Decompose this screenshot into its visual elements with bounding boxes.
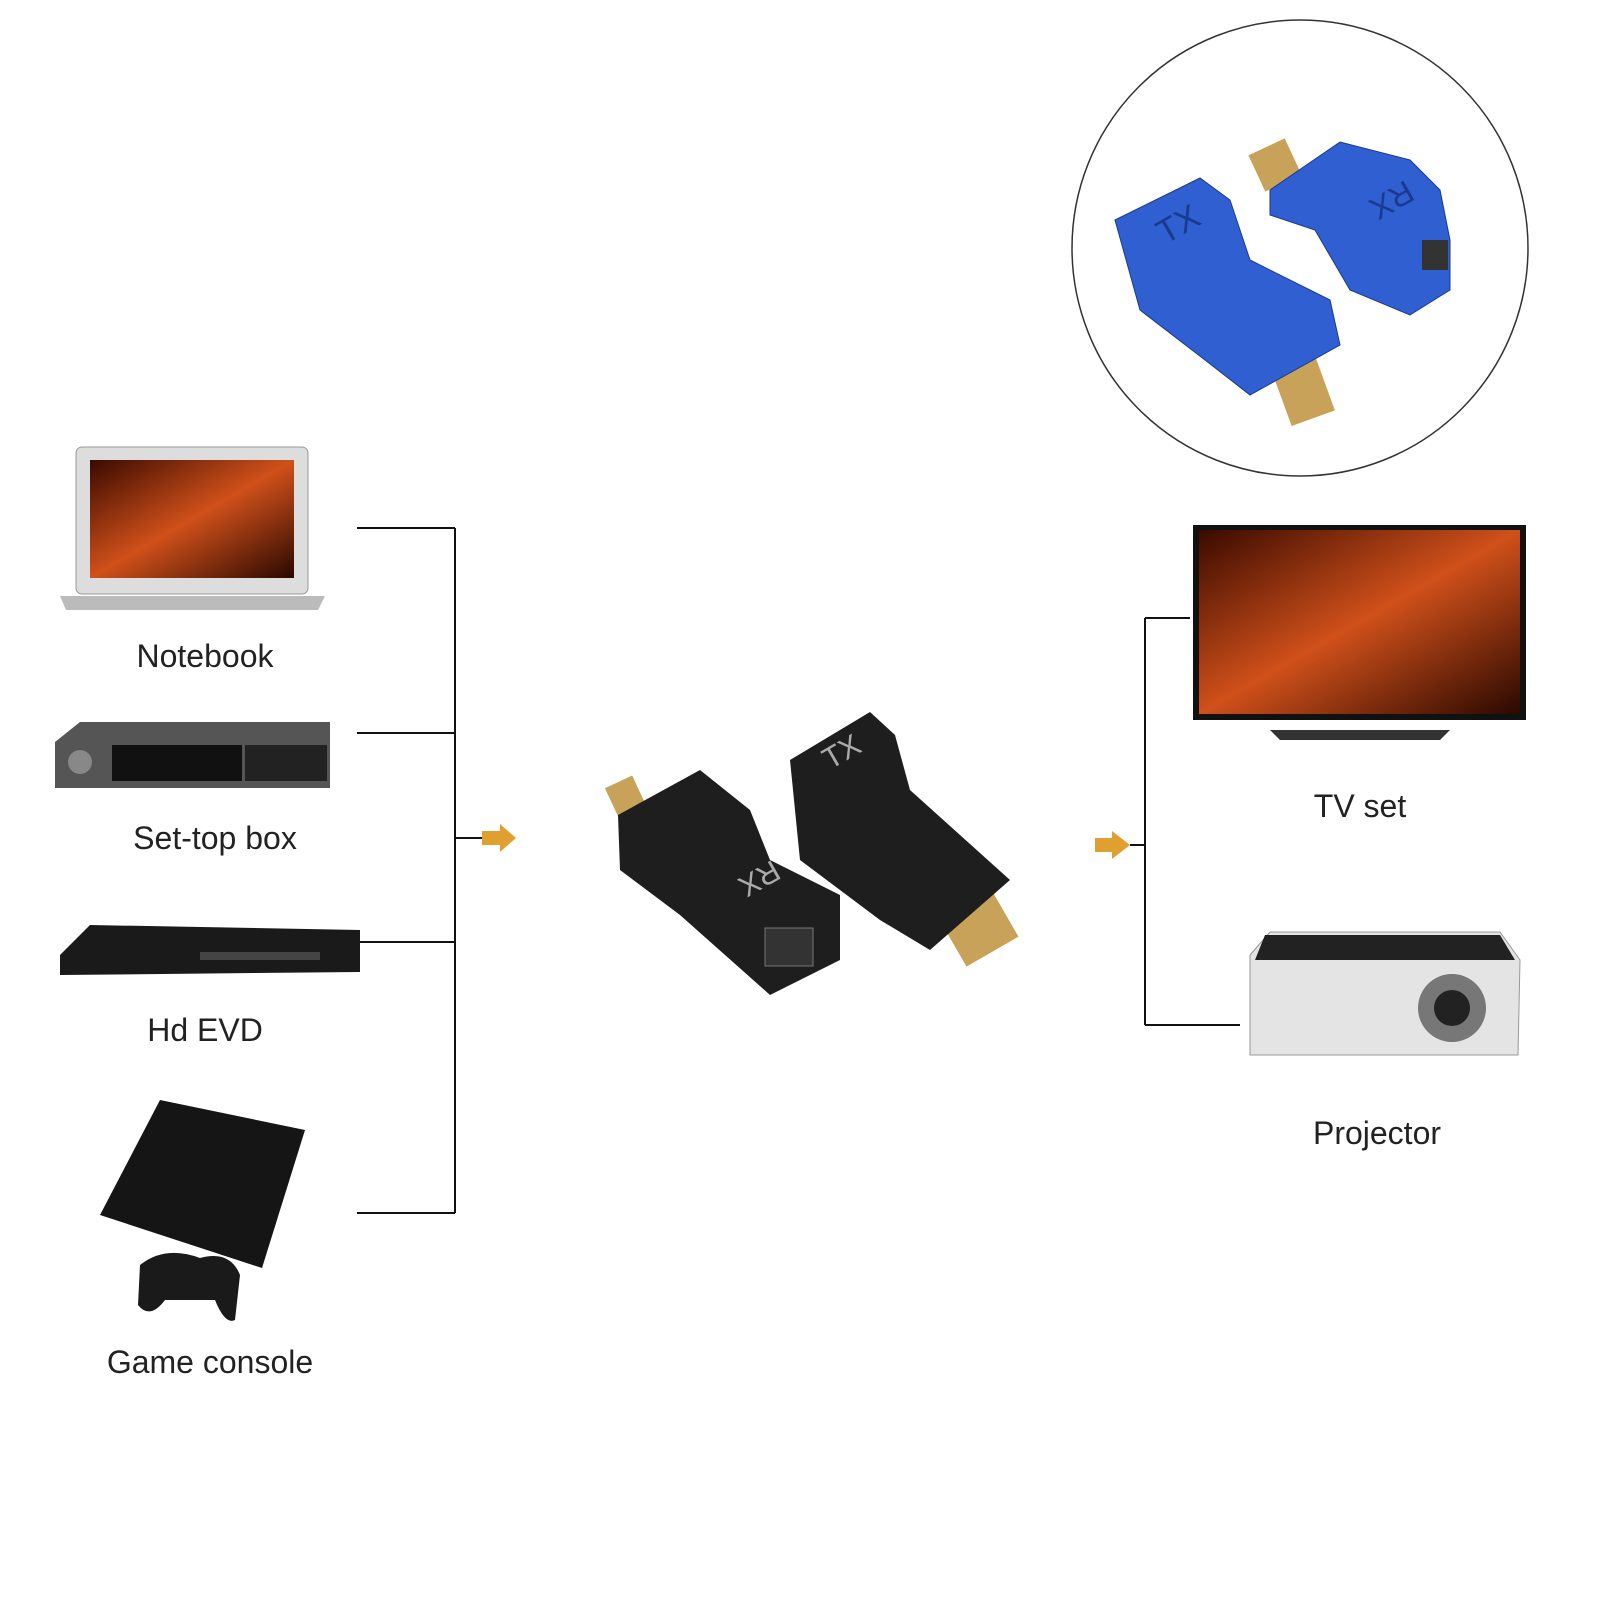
tv-icon [1193, 525, 1526, 740]
output-connector-lines [1130, 617, 1240, 1026]
output-label-tv-set: TV set [1313, 788, 1407, 824]
source-label-set-top-box: Set-top box [133, 820, 297, 856]
output-label-projector: Projector [1312, 1115, 1442, 1151]
laptop-icon [60, 446, 325, 610]
arrow-right-icon [1095, 831, 1130, 859]
source-connector-lines [357, 527, 482, 1214]
source-label-hd-evd: Hd EVD [147, 1012, 263, 1048]
source-label-notebook: Notebook [136, 638, 274, 674]
blue-rx-adapter-icon: RX [1248, 138, 1451, 316]
source-label-game-console: Game console [106, 1344, 314, 1380]
rx-adapter-icon: RX [604, 770, 840, 995]
tx-adapter-icon: TX [790, 712, 1019, 967]
blue-tx-adapter-icon: TX [1114, 177, 1341, 427]
set-top-box-icon [55, 722, 330, 788]
projector-icon [1249, 931, 1521, 1056]
game-console-icon [100, 1100, 305, 1321]
dvd-player-icon [60, 925, 360, 975]
inset-circle: TX RX [1071, 19, 1529, 477]
arrow-right-icon [482, 824, 516, 852]
